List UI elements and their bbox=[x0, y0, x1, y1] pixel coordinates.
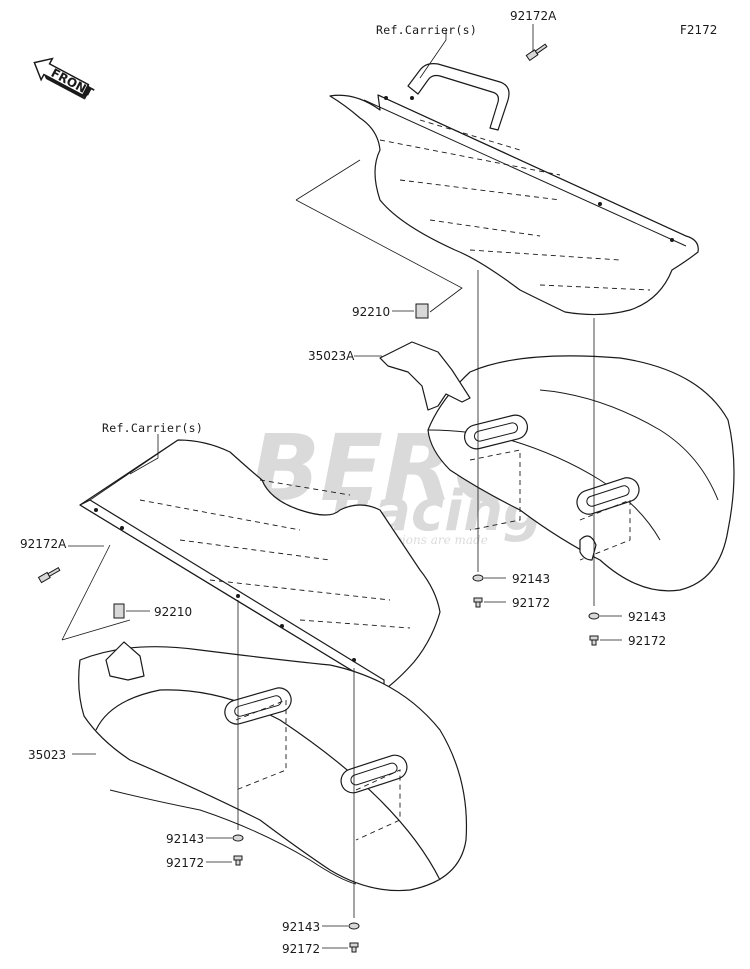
upper-fender-slot-2 bbox=[576, 477, 640, 515]
label-washer-l1: 92143 bbox=[166, 832, 204, 846]
upper-carrier-rail bbox=[363, 94, 687, 247]
label-ref-carrier-lower: Ref.Carrier(s) bbox=[102, 421, 203, 435]
label-screw-u1: 92172 bbox=[512, 596, 550, 610]
lower-clip-icon bbox=[113, 603, 125, 619]
lower-fender-ridge bbox=[109, 789, 357, 885]
label-clip-upper: 92210 bbox=[352, 305, 390, 319]
label-fender-lower: 35023 bbox=[28, 748, 66, 762]
lower-carrier-rail bbox=[79, 499, 385, 691]
upper-carrier-handle bbox=[407, 63, 510, 131]
upper-carrier-assembly bbox=[295, 24, 735, 646]
upper-reflector bbox=[579, 535, 597, 561]
lower-screw-2-icon bbox=[349, 942, 359, 953]
part-labels: Ref.Carrier(s) 92172A 92210 35023A 92143… bbox=[20, 9, 666, 956]
label-fender-upper: 35023A bbox=[308, 349, 355, 363]
leader-ref-carrier-lower bbox=[129, 434, 159, 475]
upper-fender-bracket bbox=[379, 341, 471, 411]
label-washer-u2: 92143 bbox=[628, 610, 666, 624]
upper-slot-hidden bbox=[469, 449, 631, 561]
lower-screw-1-icon bbox=[233, 855, 243, 866]
upper-clip-leader bbox=[295, 159, 463, 313]
lower-carrier-edge bbox=[89, 439, 179, 501]
upper-fender-crease bbox=[539, 389, 719, 501]
label-bolt-lower: 92172A bbox=[20, 537, 67, 551]
label-screw-l2: 92172 bbox=[282, 942, 320, 956]
upper-fender-slot-1 bbox=[463, 414, 529, 450]
lower-fender-bracket bbox=[105, 641, 145, 681]
upper-screw-2-icon bbox=[589, 635, 599, 646]
leader-ref-carrier-upper bbox=[419, 30, 447, 79]
upper-carrier-panel bbox=[329, 94, 699, 316]
diagram-code: F2172 bbox=[680, 23, 717, 37]
upper-clip-icon bbox=[415, 303, 429, 319]
label-screw-u2: 92172 bbox=[628, 634, 666, 648]
upper-bolt-icon bbox=[525, 43, 548, 62]
label-washer-l2: 92143 bbox=[282, 920, 320, 934]
lower-washer-1-icon bbox=[232, 834, 244, 842]
upper-washer-2-icon bbox=[588, 612, 600, 620]
upper-hidden-lines bbox=[379, 119, 651, 291]
label-ref-carrier-upper: Ref.Carrier(s) bbox=[376, 23, 477, 37]
lower-bolt-icon bbox=[37, 567, 61, 584]
lower-fender-slot-2 bbox=[340, 754, 408, 794]
lower-washer-2-icon bbox=[348, 922, 360, 930]
lower-carrier-panel bbox=[79, 439, 441, 691]
label-clip-lower: 92210 bbox=[154, 605, 192, 619]
lower-carrier-assembly bbox=[37, 434, 468, 953]
lower-clip-leader bbox=[61, 544, 131, 641]
lower-fender-slot-1 bbox=[224, 687, 292, 725]
upper-fender-body bbox=[427, 355, 735, 592]
label-bolt-upper: 92172A bbox=[510, 9, 557, 23]
lower-hidden-lines bbox=[139, 479, 411, 629]
label-screw-l1: 92172 bbox=[166, 856, 204, 870]
front-arrow-icon: FRONT bbox=[33, 57, 97, 100]
label-washer-u1: 92143 bbox=[512, 572, 550, 586]
upper-washer-1-icon bbox=[472, 574, 484, 582]
upper-screw-1-icon bbox=[473, 597, 483, 608]
lower-slot-hidden bbox=[235, 699, 401, 841]
